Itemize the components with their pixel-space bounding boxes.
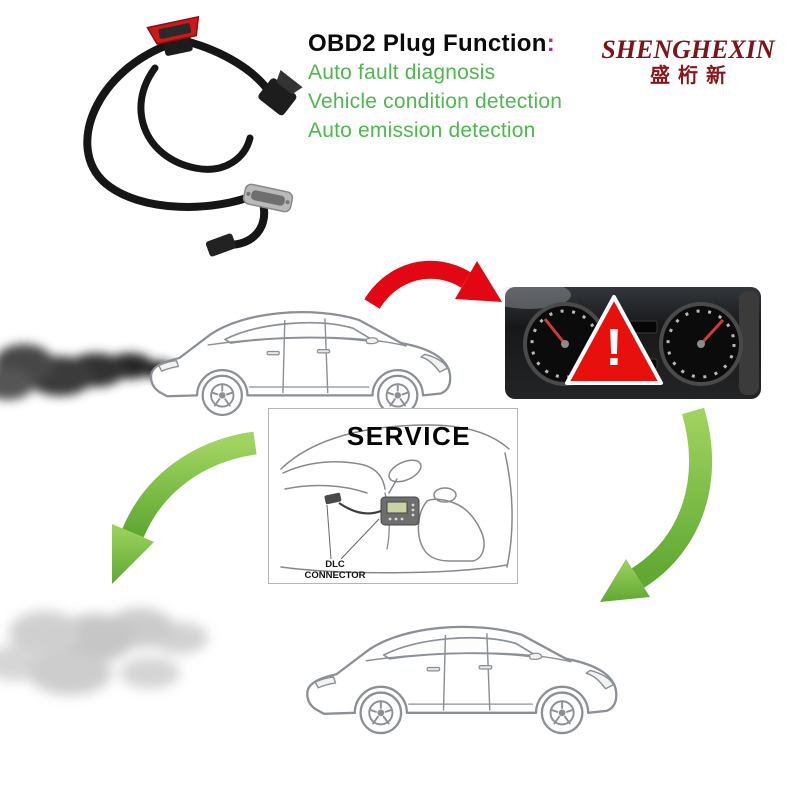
title-text: OBD2 Plug Function (308, 30, 547, 57)
diagnostic-cable (338, 502, 382, 515)
gauge-right (659, 302, 743, 386)
brand-logo: SHENGHEXIN 盛桁新 (594, 36, 782, 88)
callout-lines (326, 504, 380, 560)
smoke-puffs-dark (0, 344, 176, 400)
car-illustration-bottom (306, 625, 618, 735)
page-title: OBD2 Plug Function: (308, 30, 608, 58)
serial-connector-gray (242, 183, 294, 213)
green-arrow-left (112, 431, 257, 584)
red-arrow (364, 260, 502, 310)
feature-line-2: Vehicle condition detection (308, 90, 563, 113)
service-diagram-art: SERVICE DLC CONNECTOR (280, 421, 513, 581)
instrument-cluster-photo: ! (505, 287, 761, 399)
warning-exclamation: ! (605, 319, 622, 377)
obd2-connector-red (146, 15, 200, 56)
title-colon: : (546, 30, 556, 57)
dlc-connector (324, 492, 342, 505)
service-diagram: SERVICE DLC CONNECTOR (268, 408, 518, 584)
service-title: SERVICE (347, 421, 471, 451)
smoke-puffs-light (0, 608, 208, 695)
brand-name: SHENGHEXIN (601, 35, 775, 64)
brand-chinese: 盛桁新 (650, 65, 734, 87)
cluster-side-trim (739, 291, 759, 395)
warning-triangle: ! (565, 295, 663, 385)
obd2-cable-photo (83, 15, 303, 257)
diagnostic-scan-tool (380, 496, 420, 526)
car-interior-lines (280, 424, 513, 574)
exhaust-smoke-light (0, 608, 208, 695)
heading-block: OBD2 Plug Function: Auto fault diagnosis… (308, 30, 608, 145)
dlc-label-line1: DLC (325, 559, 345, 570)
cable-wires (83, 36, 272, 249)
exhaust-smoke-dark (0, 344, 176, 400)
feature-line-1: Auto fault diagnosis (308, 61, 496, 84)
plug-connector-small (205, 233, 237, 257)
obd2-connector-black (258, 70, 303, 116)
feature-line-3: Auto emission detection (308, 119, 536, 142)
dlc-label-line2: CONNECTOR (304, 570, 365, 581)
green-arrow-right (600, 407, 713, 602)
